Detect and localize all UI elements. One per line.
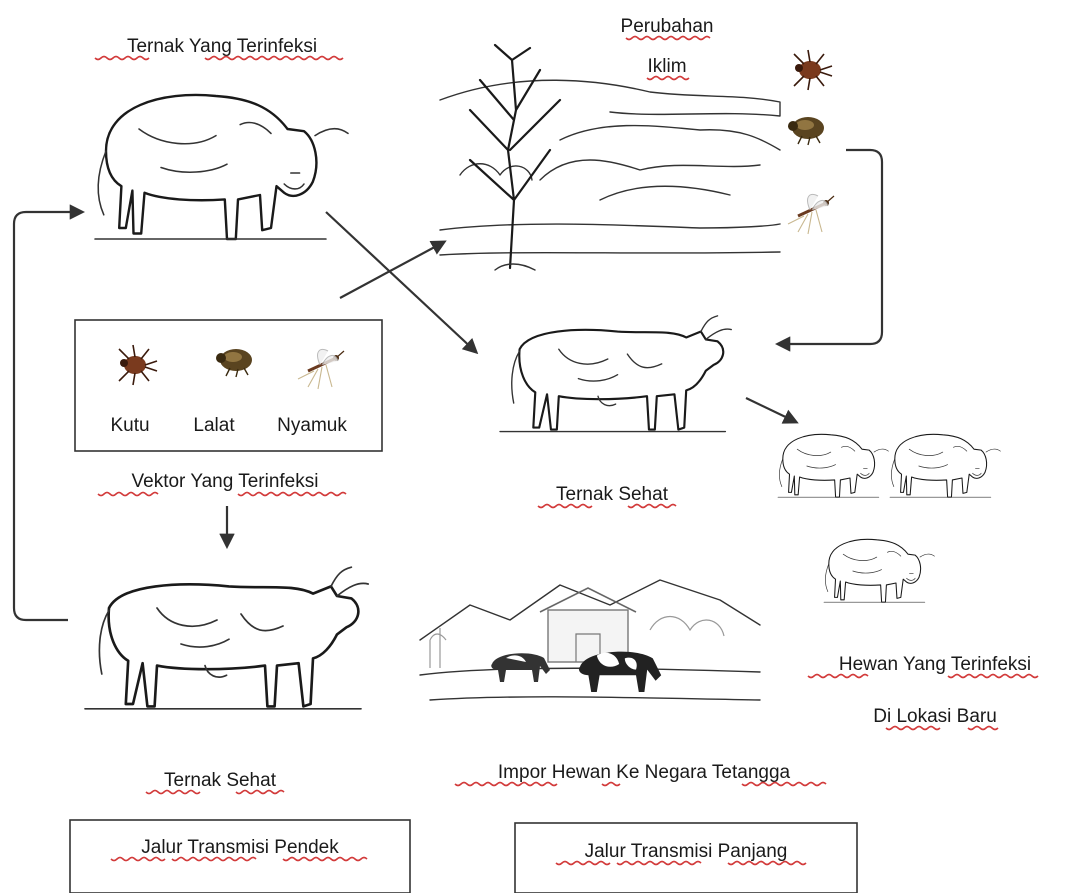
lalat-label: Lalat: [193, 415, 235, 436]
short-route-label: Jalur Transmisi Pendek: [111, 837, 367, 861]
tick-icon: [794, 50, 832, 90]
infected-livestock-text: Ternak Yang Terinfeksi: [127, 36, 317, 57]
climate-change-line1: Perubahan: [621, 16, 714, 37]
infected-cow-icon: [95, 95, 348, 239]
infected-animals-line1: Hewan Yang Terinfeksi: [839, 654, 1031, 675]
long-route-text: Jalur Transmisi Panjang: [585, 841, 788, 862]
infected-animals-line2: Di Lokasi Baru: [873, 706, 997, 727]
infected-vectors-label: Vektor Yang Terinfeksi: [98, 471, 346, 496]
infected-animal-icon: [778, 434, 888, 497]
arrow-vectors-to-landscape: [340, 242, 444, 298]
nyamuk-label: Nyamuk: [277, 415, 347, 436]
arrow-healthy-to-infected-herd: [746, 398, 796, 422]
short-route-text: Jalur Transmisi Pendek: [141, 837, 339, 858]
healthy-livestock-bottom-text: Ternak Sehat: [164, 770, 277, 791]
arrow-healthy-bottom-loop-to-infected: [14, 212, 82, 620]
arrow-climate-to-healthy-center: [778, 150, 882, 344]
infected-animal-icon: [824, 539, 934, 602]
kutu-label: Kutu: [110, 415, 149, 436]
infected-livestock-label: Ternak Yang Terinfeksi: [95, 36, 343, 60]
infected-herd: [778, 434, 1000, 602]
mosquito-icon: [788, 195, 834, 234]
import-animals-label: Impor Hewan Ke Negara Tetangga: [455, 762, 826, 786]
healthy-livestock-bottom-label: Ternak Sehat: [146, 770, 284, 794]
healthy-livestock-center-text: Ternak Sehat: [556, 484, 669, 505]
healthy-livestock-center-label: Ternak Sehat: [538, 484, 676, 508]
infected-animal-icon: [890, 434, 1000, 497]
long-route-label: Jalur Transmisi Panjang: [556, 841, 806, 865]
import-animals-text: Impor Hewan Ke Negara Tetangga: [498, 762, 791, 783]
healthy-cow-bottom-icon: [85, 567, 368, 709]
infected-vectors-text: Vektor Yang Terinfeksi: [132, 471, 319, 492]
infected-animals-label: Hewan Yang Terinfeksi Di Lokasi Baru: [808, 654, 1038, 730]
farm-scene-icon: [420, 580, 760, 700]
healthy-cow-center-icon: [500, 316, 731, 432]
climate-change-label: Perubahan Iklim: [621, 16, 714, 80]
climate-change-line2: Iklim: [647, 56, 686, 77]
fly-icon: [788, 117, 824, 145]
landscape-tree-icon: [440, 45, 780, 270]
